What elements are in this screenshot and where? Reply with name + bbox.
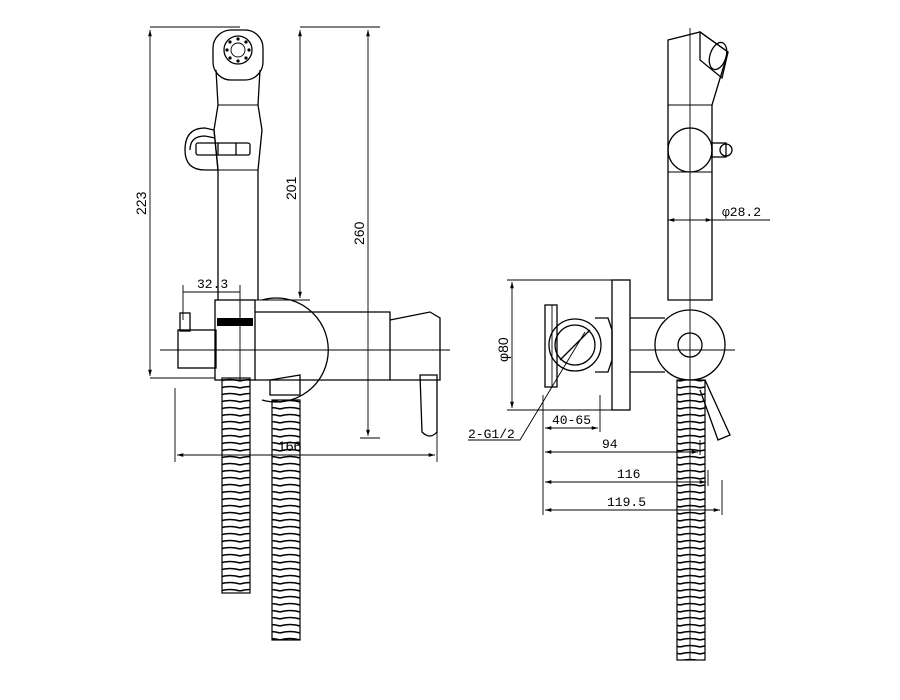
dim-223-label: 223 (133, 191, 149, 215)
side-view: φ80 40-65 94 116 119.5 φ28.2 2-G1/2 (468, 28, 770, 661)
thread-label: 2-G1/2 (468, 427, 515, 442)
bidet-handset (184, 29, 264, 300)
hose-side (676, 379, 706, 661)
dim-116-label: 116 (617, 467, 640, 482)
dim-94-label: 94 (602, 437, 618, 452)
dim-260-label: 260 (351, 221, 367, 245)
dim-32-3-label: 32.3 (197, 277, 228, 292)
front-view: 223 201 260 166 32.3 (133, 26, 450, 641)
dim-phi28-2-label: φ28.2 (722, 205, 761, 220)
wall-flange (544, 279, 665, 411)
holder-and-body (160, 297, 450, 437)
dim-phi80-label: φ80 (495, 337, 511, 362)
hoses (221, 377, 301, 641)
dim-40-65-label: 40-65 (552, 413, 591, 428)
dim-201-label: 201 (283, 176, 299, 200)
dim-119-5-label: 119.5 (607, 495, 646, 510)
